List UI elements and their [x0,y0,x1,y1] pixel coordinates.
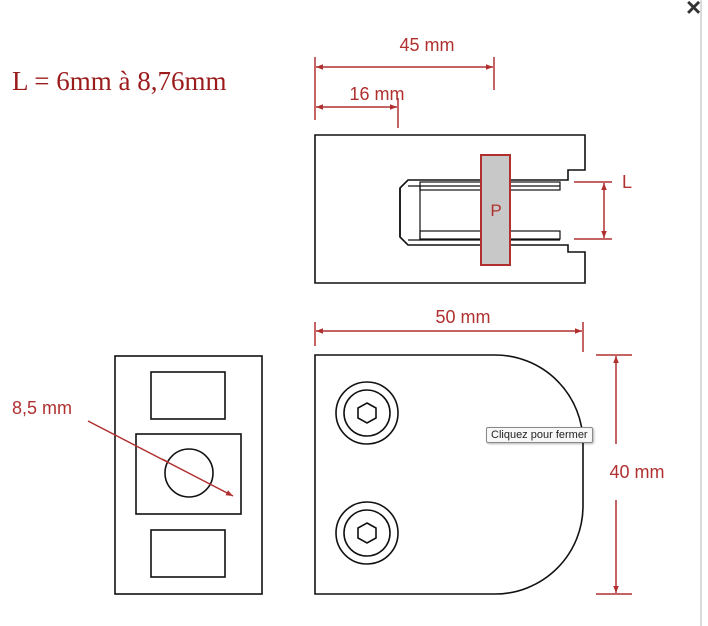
dimension-l [574,181,612,240]
hex-socket-top-icon [357,402,377,424]
screw-hole-bottom-outer [335,501,399,565]
dimension-16mm-label: 16 mm [349,84,404,104]
dimension-8-5mm-label: 8,5 mm [12,398,72,418]
dimension-45mm [314,57,495,120]
dimension-50mm [314,322,584,352]
screw-hole-bottom-inner [343,509,391,557]
mounting-hole [164,448,214,498]
length-range-title: L = 6mm à 8,76mm [12,66,227,96]
front-plate-outline [314,354,584,595]
dimension-l-label: L [622,172,632,192]
close-tooltip[interactable]: Cliquez pour fermer [486,427,593,443]
close-icon[interactable]: × [686,0,702,22]
dimension-8-5mm-leader [87,420,234,497]
glass-panel-p [480,154,511,266]
clamp-body-outline [314,134,586,284]
screw-hole-top-outer [335,381,399,445]
side-view [114,355,263,595]
back-plate-outline [114,355,263,595]
dimension-40mm-label: 40 mm [609,462,664,482]
dimension-16mm [316,98,399,128]
window-edge [700,0,702,626]
top-view [314,134,586,284]
hex-socket-bottom-icon [357,522,377,544]
screw-hole-top-inner [343,389,391,437]
dimension-40mm [596,354,632,595]
dimension-50mm-label: 50 mm [435,307,490,327]
upper-slot [150,371,226,420]
front-view [314,354,584,595]
inner-channel [408,185,421,241]
lower-slot [150,529,226,578]
glass-panel-label: P [490,201,501,220]
center-recess [135,433,242,515]
dimension-45mm-label: 45 mm [399,35,454,55]
